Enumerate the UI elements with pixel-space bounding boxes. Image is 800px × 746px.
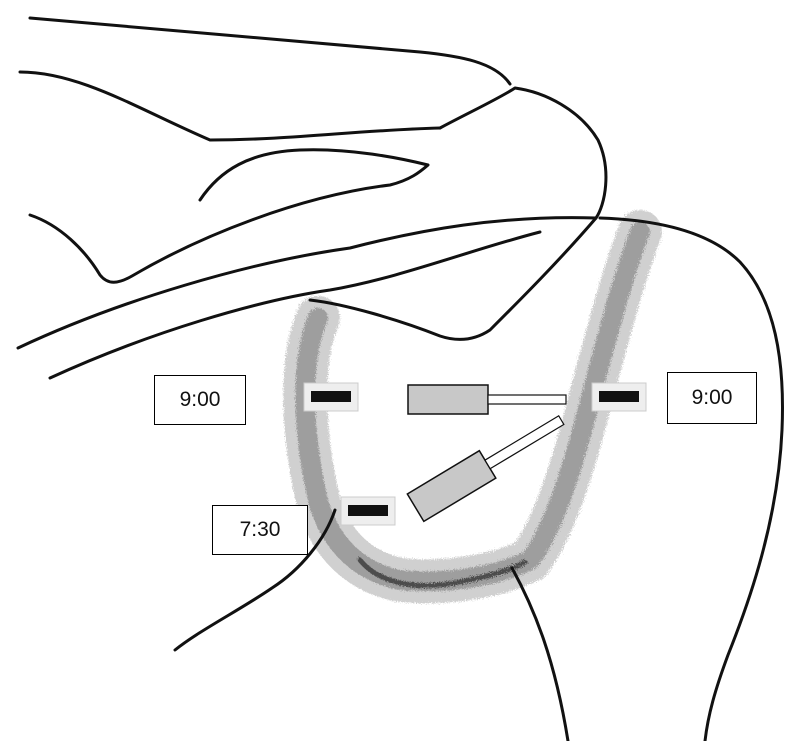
angled-probe-handle [406, 449, 497, 523]
scapula-inner-edge [48, 230, 542, 380]
label-right-nine: 9:00 [667, 372, 757, 424]
label-left-nine: 9:00 [154, 375, 246, 425]
angled-probe-shaft [484, 415, 565, 470]
glenoid-neck [510, 566, 570, 743]
label-seven-thirty: 7:30 [212, 505, 308, 555]
clavicle-upper-edge [28, 16, 512, 86]
clavicle-lower-edge [18, 70, 442, 142]
marker-seven-thirty [340, 496, 396, 526]
marker-right-nine [591, 382, 647, 412]
glenoid-rim-shading [283, 210, 662, 604]
marker-left-nine [303, 382, 359, 412]
humeral-head [598, 216, 784, 743]
straight-probe-handle [407, 384, 489, 415]
straight-probe [407, 384, 567, 415]
coracoid-process [28, 148, 430, 284]
angled-probe [406, 415, 565, 523]
acromion [308, 86, 608, 341]
scapula-upper-edge [16, 216, 598, 350]
bone-outlines [16, 16, 784, 743]
lateral-scapular-border [173, 508, 337, 652]
straight-probe-shaft [487, 394, 567, 405]
